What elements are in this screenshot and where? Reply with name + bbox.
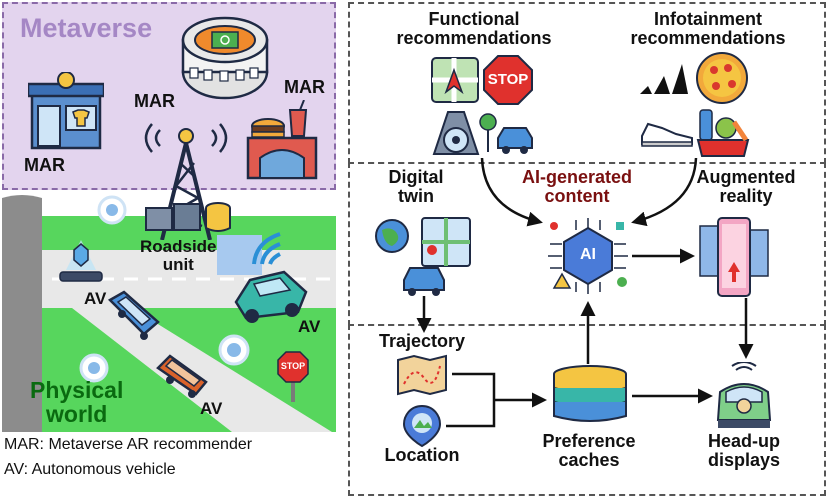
av-label-car: AV: [298, 317, 321, 336]
infotainment-recommendations-label: Infotainment recommendations: [630, 9, 786, 48]
head-up-display-icon: [714, 362, 774, 430]
augmented-reality-icon: [696, 216, 772, 298]
metaverse-title: Metaverse: [20, 13, 153, 43]
server-icon: [142, 196, 234, 236]
stop-sign-icon: STOP: [276, 350, 310, 402]
mar-label-stadium: MAR: [134, 91, 175, 111]
preference-caches-label: Preference caches: [542, 431, 636, 470]
sneaker-icon: [640, 118, 694, 148]
autonomous-car-icon: [232, 266, 310, 326]
preference-cache-database-icon: [548, 364, 632, 428]
location-label: Location: [384, 445, 460, 465]
parking-car-icon: [478, 112, 536, 156]
red-bus-icon: [154, 348, 210, 398]
shop-icon: [28, 72, 104, 152]
digital-twin-icon: [374, 216, 476, 296]
restaurant-icon: [244, 100, 320, 180]
trajectory-map-icon: [396, 354, 448, 396]
functional-recommendations-label: Functional recommendations: [396, 9, 552, 48]
legend-mar: MAR: Metaverse AR recommender: [4, 436, 253, 453]
mar-label-shop: MAR: [24, 155, 65, 175]
hologram-icon: [56, 236, 106, 284]
head-up-displays-label: Head-up displays: [707, 431, 781, 470]
sportswear-logo-icon: [638, 64, 688, 94]
av-label-bus: AV: [84, 289, 107, 308]
mar-label-restaurant: MAR: [284, 77, 325, 97]
augmented-reality-label: Augmented reality: [696, 167, 796, 206]
av-label-red-bus: AV: [200, 399, 223, 418]
stop-sign-text: STOP: [280, 361, 306, 371]
autonomous-bus-icon: [104, 288, 160, 342]
wifi-signal-icon: [246, 228, 290, 268]
legend-av: AV: Autonomous vehicle: [4, 461, 176, 478]
physical-world-label: Physical world: [30, 377, 124, 428]
groceries-icon: [696, 104, 750, 158]
steering-road-icon: [432, 110, 480, 156]
stadium-icon: [180, 10, 270, 102]
roadside-unit-label: Roadside unit: [140, 237, 217, 274]
ai-chip-text: AI: [580, 246, 596, 263]
trajectory-label: Trajectory: [378, 331, 466, 351]
digital-twin-label: Digital twin: [388, 167, 444, 206]
stop-icon-text: STOP: [487, 71, 529, 88]
stop-icon: STOP: [482, 54, 534, 106]
location-pin-icon: [402, 404, 442, 448]
navigation-map-icon: [430, 56, 480, 104]
ai-chip-icon: AI: [546, 216, 630, 296]
pizza-icon: [694, 50, 750, 106]
ai-generated-content-label: AI-generated content: [521, 167, 633, 206]
